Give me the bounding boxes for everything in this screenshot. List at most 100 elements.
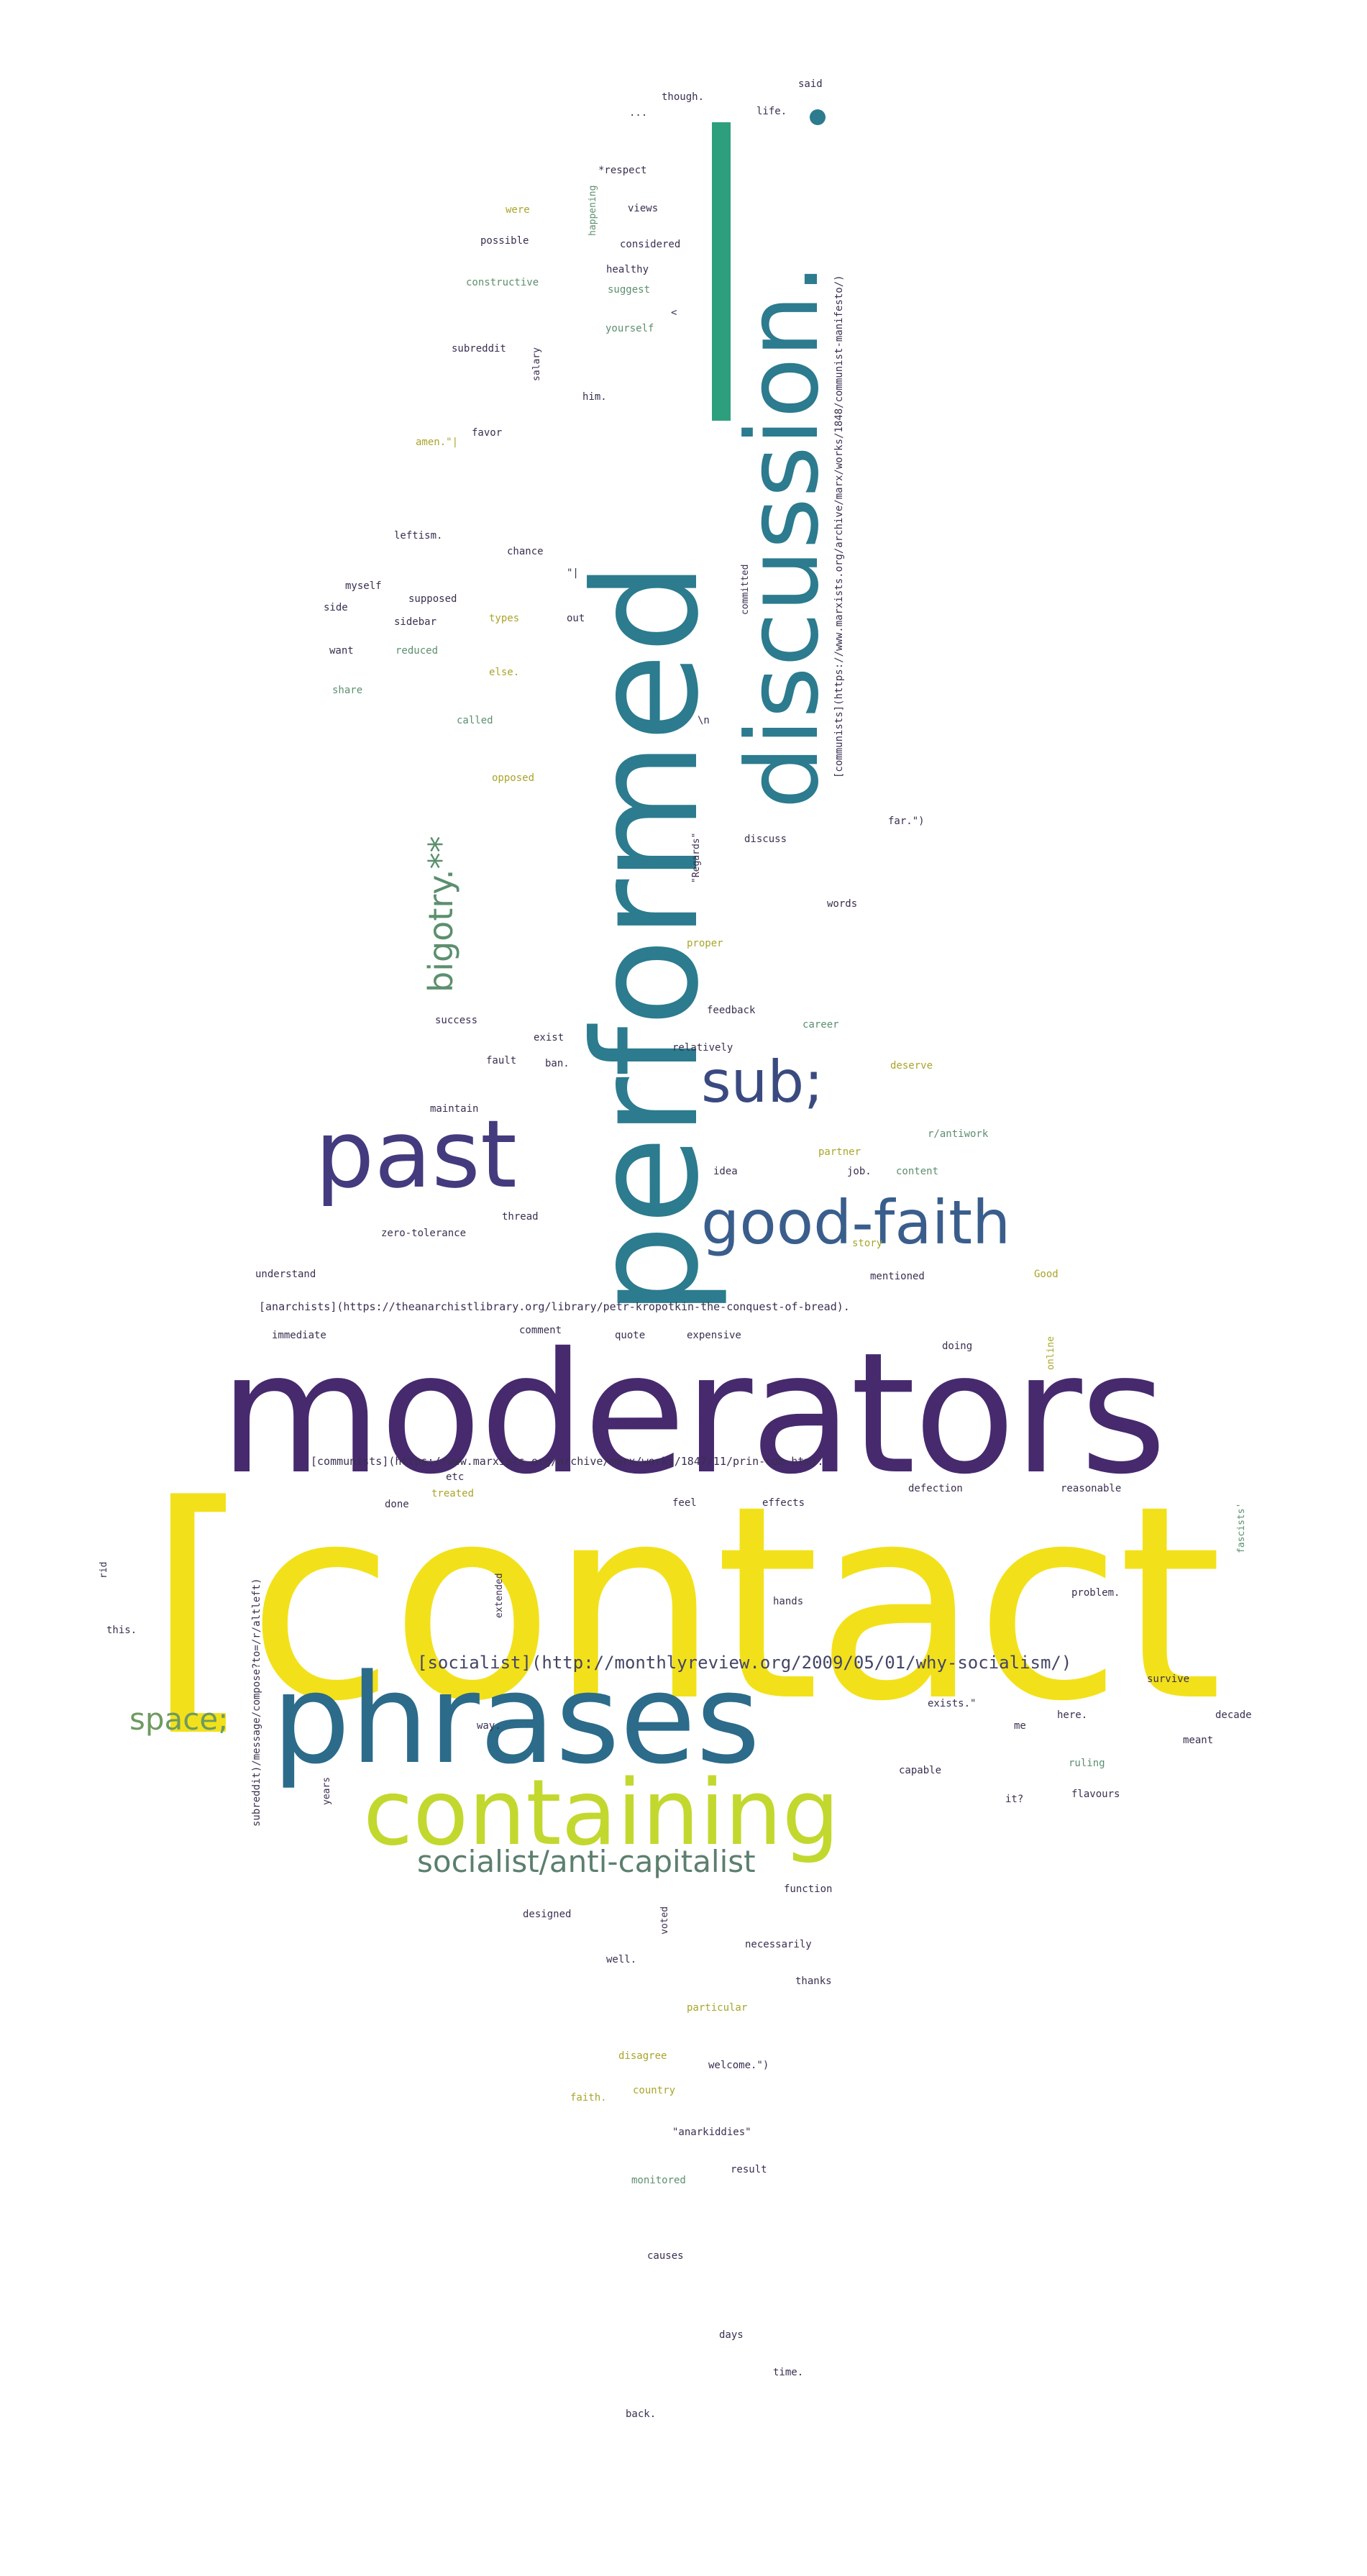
word-story: story <box>852 1238 883 1249</box>
word-job: job. <box>847 1166 872 1177</box>
word-it-mark: it? <box>1005 1794 1024 1805</box>
word-favor: favor <box>472 427 503 439</box>
word-sidebar: sidebar <box>394 616 437 628</box>
word-meant: meant <box>1183 1735 1214 1746</box>
word-survive: survive <box>1147 1673 1190 1685</box>
word-out: out <box>567 613 585 624</box>
word-success: success <box>435 1015 478 1026</box>
word-comment: comment <box>519 1325 562 1336</box>
word-this: this. <box>106 1625 137 1636</box>
word-far: far.") <box>888 816 925 827</box>
word-fault: fault <box>486 1055 517 1067</box>
word-here: here. <box>1057 1709 1088 1721</box>
word-feedback: feedback <box>707 1005 756 1016</box>
word-voted: voted <box>659 1906 670 1935</box>
word-regards: "Regards" <box>691 832 702 883</box>
word-back: back. <box>626 2408 657 2420</box>
word-mentioned: mentioned <box>870 1271 925 1282</box>
word-bigotry: bigotry.** <box>421 836 460 992</box>
word-exists: exists." <box>928 1698 977 1709</box>
word-welcome: welcome.") <box>708 2060 769 2071</box>
word-types: types <box>489 613 520 624</box>
word-healthy: healthy <box>606 264 649 275</box>
word-chance: chance <box>507 546 544 557</box>
word-contact: [contact <box>147 1448 1222 1760</box>
word-amen: amen."| <box>416 437 459 448</box>
word-deserve: deserve <box>890 1060 933 1072</box>
word-thread: thread <box>502 1211 539 1223</box>
word-communists-link-2: [communists](https://www.marxists.org/ar… <box>833 275 845 778</box>
word-views: views <box>628 203 659 214</box>
word-were: were <box>506 204 530 216</box>
word-r-antiwork: r/antiwork <box>928 1128 989 1140</box>
word-ellipsis: ... <box>629 107 648 119</box>
word-reasonable: reasonable <box>1061 1483 1122 1494</box>
word-idea: idea <box>713 1166 738 1177</box>
word-doing: doing <box>942 1340 973 1352</box>
word-maintain: maintain <box>430 1103 479 1115</box>
word-subreddit-link: subreddit)/message/compose?to=/r/altleft… <box>251 1578 262 1827</box>
word-thanks: thanks <box>795 1976 832 1987</box>
word-constructive: constructive <box>466 277 539 288</box>
word-leftism: leftism. <box>394 530 443 542</box>
word-fascists: fascists' <box>1236 1502 1247 1553</box>
word-reduced: reduced <box>396 645 439 657</box>
word-yourself: yourself <box>605 323 654 334</box>
word-online: online <box>1046 1336 1056 1370</box>
dot-mark <box>810 109 826 125</box>
word-want: want <box>329 645 354 657</box>
word-side: side <box>324 602 348 613</box>
word-space: space; <box>129 1702 229 1737</box>
word-myself: myself <box>345 580 382 592</box>
word-capable: capable <box>899 1765 942 1776</box>
word-decade: decade <box>1215 1709 1252 1721</box>
word-discussion: discussion. <box>725 262 841 809</box>
word-monitored: monitored <box>631 2175 686 2186</box>
word-partner: partner <box>818 1146 861 1158</box>
word-particular: particular <box>687 2002 748 2014</box>
word-though: though. <box>662 91 705 103</box>
word-called: called <box>457 715 493 726</box>
word-else: else. <box>489 667 520 678</box>
word-socialist-anti-capitalist: socialist/anti-capitalist <box>417 1844 756 1879</box>
word-faith: faith. <box>570 2092 607 2104</box>
word-anarchists-link: [anarchists](https://theanarchistlibrary… <box>259 1300 850 1313</box>
word-opposed: opposed <box>492 772 535 784</box>
word-years: years <box>321 1776 332 1805</box>
word-socialist-link: [socialist](http://monthlyreview.org/200… <box>417 1653 1072 1673</box>
word-him: him. <box>582 391 607 403</box>
word-feel: feel <box>672 1497 697 1509</box>
word-immediate: immediate <box>272 1330 326 1341</box>
word-result: result <box>731 2164 767 2175</box>
word-communists-link-1: [communists](https://www.marxists.org/ar… <box>311 1455 824 1468</box>
word-rid: rid <box>99 1561 109 1579</box>
word-career: career <box>803 1019 839 1031</box>
word-extended: extended <box>494 1573 505 1618</box>
word-expensive: expensive <box>687 1330 741 1341</box>
word-treated: treated <box>431 1488 475 1499</box>
word-said: said <box>798 78 823 90</box>
word-flavours: flavours <box>1071 1789 1120 1800</box>
word-containing: containing <box>363 1760 840 1865</box>
word-causes: causes <box>647 2250 684 2262</box>
word-days: days <box>719 2329 744 2341</box>
word-proper: proper <box>687 938 723 949</box>
word-considered: considered <box>620 239 681 250</box>
word-time: time. <box>773 2367 804 2378</box>
word-designed: designed <box>523 1909 572 1920</box>
word-etc: etc <box>446 1471 465 1483</box>
green-bar <box>712 122 731 421</box>
word-possible: possible <box>480 235 529 247</box>
word-quote-mark: "| <box>567 567 579 579</box>
word-hands: hands <box>773 1596 804 1607</box>
word-salary: salary <box>531 347 542 381</box>
word-content: content <box>896 1166 939 1177</box>
word-past: past <box>315 1100 517 1209</box>
word-ban: ban. <box>545 1058 570 1069</box>
word-subreddit: subreddit <box>452 343 506 355</box>
word-zero-tolerance: zero-tolerance <box>381 1228 467 1239</box>
word-defection: defection <box>908 1483 963 1494</box>
word-sub: sub; <box>701 1049 824 1115</box>
word-committed: committed <box>740 564 751 615</box>
